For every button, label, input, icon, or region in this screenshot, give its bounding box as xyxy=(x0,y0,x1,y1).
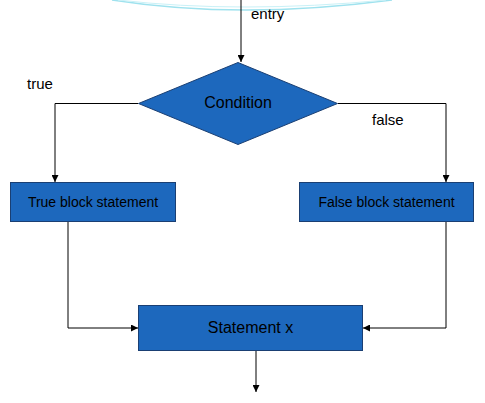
exit-arrow xyxy=(256,351,257,392)
flow-label: entry xyxy=(251,5,284,22)
node-text: True block statement xyxy=(28,194,158,210)
flow-connector xyxy=(338,104,446,183)
node-text: Statement x xyxy=(208,319,293,337)
flow-connector xyxy=(55,104,138,183)
diamond-shape xyxy=(139,63,338,145)
edge-label: false xyxy=(372,111,404,128)
process-box: True block statement xyxy=(10,182,176,222)
flow-connector xyxy=(363,222,446,328)
process-box: False block statement xyxy=(299,182,474,222)
node-text: False block statement xyxy=(318,194,454,210)
entry-arrow xyxy=(241,0,242,62)
process-box: Statement x xyxy=(138,305,363,351)
flow-connector xyxy=(68,222,138,328)
edge-label: true xyxy=(27,75,53,92)
node-text: Condition xyxy=(204,94,272,112)
decision-diamond: Condition xyxy=(138,62,338,145)
